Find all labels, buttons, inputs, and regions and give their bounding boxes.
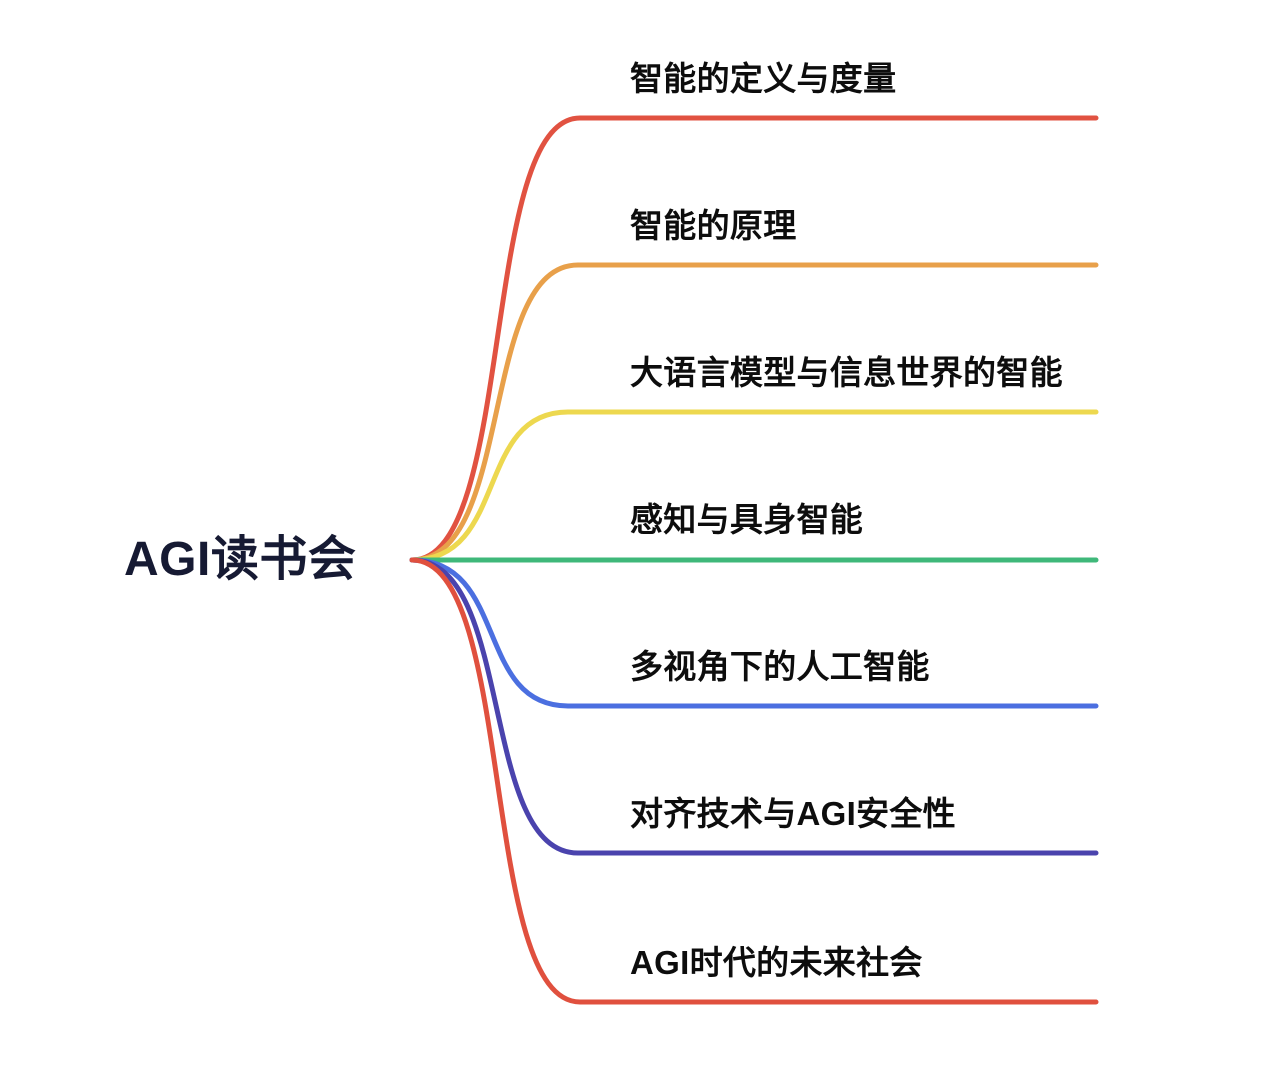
branch-label-5[interactable]: 多视角下的人工智能 — [630, 648, 930, 685]
root-node-label[interactable]: AGI读书会 — [124, 533, 357, 586]
branch-label-2[interactable]: 智能的原理 — [630, 207, 797, 244]
branch-label-1[interactable]: 智能的定义与度量 — [630, 60, 897, 97]
branch-curve-2 — [409, 262, 1099, 563]
branch-curve-1 — [409, 115, 1099, 563]
branch-label-3[interactable]: 大语言模型与信息世界的智能 — [630, 354, 1063, 391]
branch-curve-5 — [409, 557, 1099, 709]
branch-label-7[interactable]: AGI时代的未来社会 — [630, 944, 923, 981]
branch-label-6[interactable]: 对齐技术与AGI安全性 — [630, 795, 956, 832]
branch-label-4[interactable]: 感知与具身智能 — [630, 501, 864, 538]
branch-curve-6 — [409, 557, 1099, 856]
branch-curve-3 — [409, 409, 1099, 563]
branch-curve-7 — [409, 557, 1099, 1005]
